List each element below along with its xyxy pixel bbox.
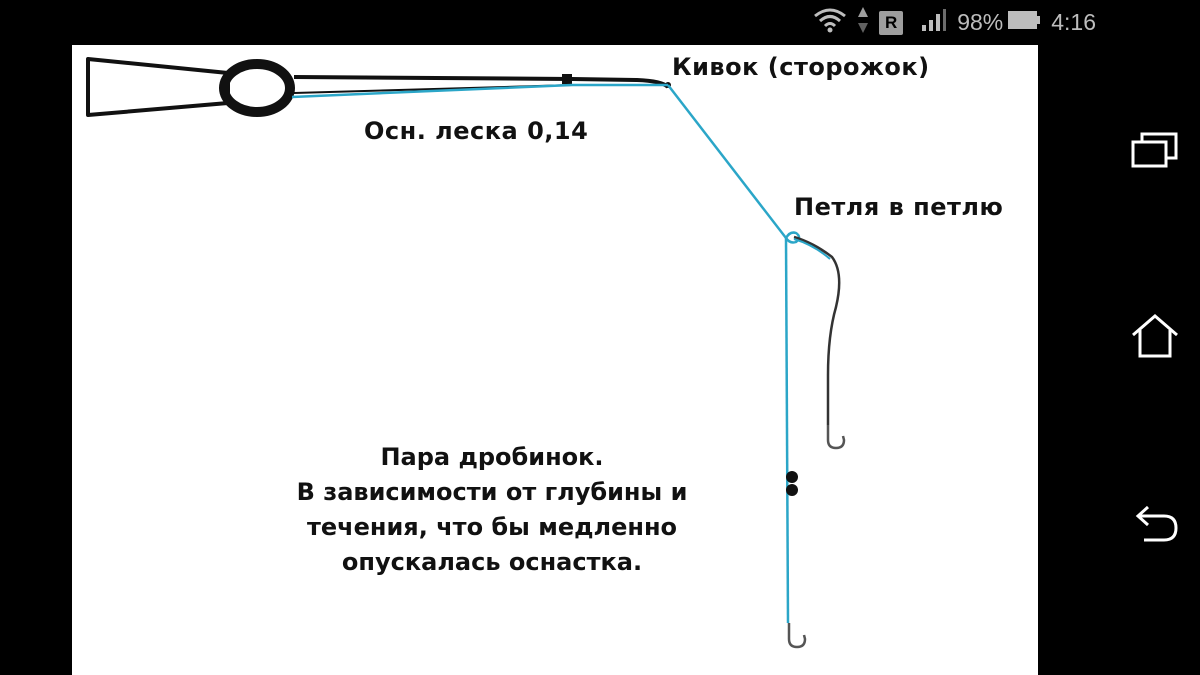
main-line-descent: [667, 84, 787, 239]
recent-apps-icon: [1131, 132, 1178, 168]
signal-icon: [921, 8, 947, 38]
split-shot-lower: [786, 484, 798, 496]
rod-knot: [562, 74, 572, 84]
roaming-badge: R: [879, 10, 904, 35]
side-hook: [826, 425, 846, 450]
clock: 4:16: [1051, 9, 1096, 35]
split-shot-note: Пара дробинок. В зависимости от глубины …: [282, 440, 702, 580]
image-content[interactable]: Кивок (сторожок) Осн. леска 0,14 Петля в…: [72, 45, 1038, 675]
side-leader: [793, 235, 841, 425]
loop-label: Петля в петлю: [794, 193, 1004, 221]
fishing-rig-diagram: [86, 57, 846, 649]
tip-label: Кивок (сторожок): [672, 53, 930, 81]
recent-apps-button[interactable]: [1125, 120, 1185, 180]
status-bar: R 98% 4:16: [0, 0, 1110, 45]
note-line: опускалась оснастка.: [341, 548, 643, 576]
back-icon: [1135, 505, 1178, 542]
main-line: [291, 83, 668, 99]
rod-handle: [86, 57, 230, 117]
reel-ring: [219, 59, 295, 117]
main-line-label: Осн. леска 0,14: [364, 117, 589, 145]
wifi-icon: [813, 7, 847, 39]
status-icons: R 98% 4:16: [813, 0, 1110, 45]
home-icon: [1132, 314, 1178, 358]
back-button[interactable]: [1125, 494, 1185, 554]
navigation-bar: [1110, 0, 1200, 675]
home-button[interactable]: [1125, 306, 1185, 366]
note-line: течения, что бы медленно: [306, 513, 678, 541]
note-line: В зависимости от глубины и: [296, 478, 688, 506]
main-vertical-line: [784, 237, 790, 624]
battery-percent: 98%: [957, 9, 1004, 35]
split-shot-upper: [786, 471, 798, 483]
bottom-hook: [787, 623, 807, 649]
loop-connection: [784, 231, 801, 244]
data-arrows-icon: [857, 6, 869, 40]
note-line: Пара дробинок.: [380, 443, 604, 471]
battery-icon: [1007, 9, 1041, 37]
